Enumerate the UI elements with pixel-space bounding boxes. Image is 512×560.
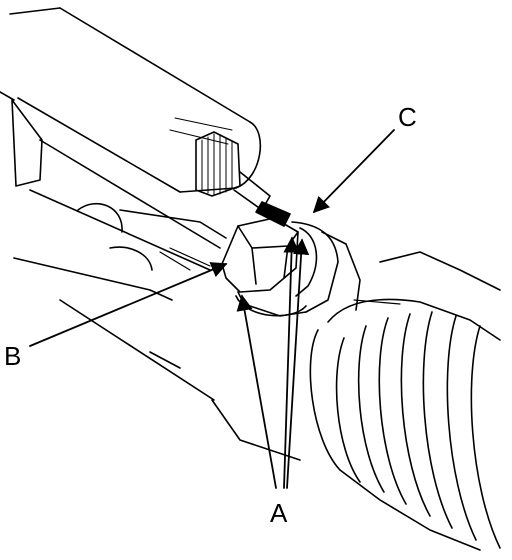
- leader-a2: [283, 236, 300, 489]
- leader-c: [312, 129, 395, 214]
- callout-label-c: C: [398, 102, 417, 132]
- callout-label-a: A: [270, 498, 288, 528]
- leader-a1: [236, 294, 277, 489]
- tool-barrel: [0, 7, 262, 193]
- housing-body: [11, 99, 301, 461]
- rack-boot: [309, 251, 501, 551]
- lock-nut: [221, 217, 299, 293]
- leader-lines: [29, 129, 395, 489]
- tool-nozzle: [233, 171, 291, 227]
- leader-a3: [286, 238, 310, 489]
- tool-knurled-collar: [195, 131, 241, 197]
- callout-label-b: B: [4, 341, 22, 371]
- leader-b: [29, 262, 228, 347]
